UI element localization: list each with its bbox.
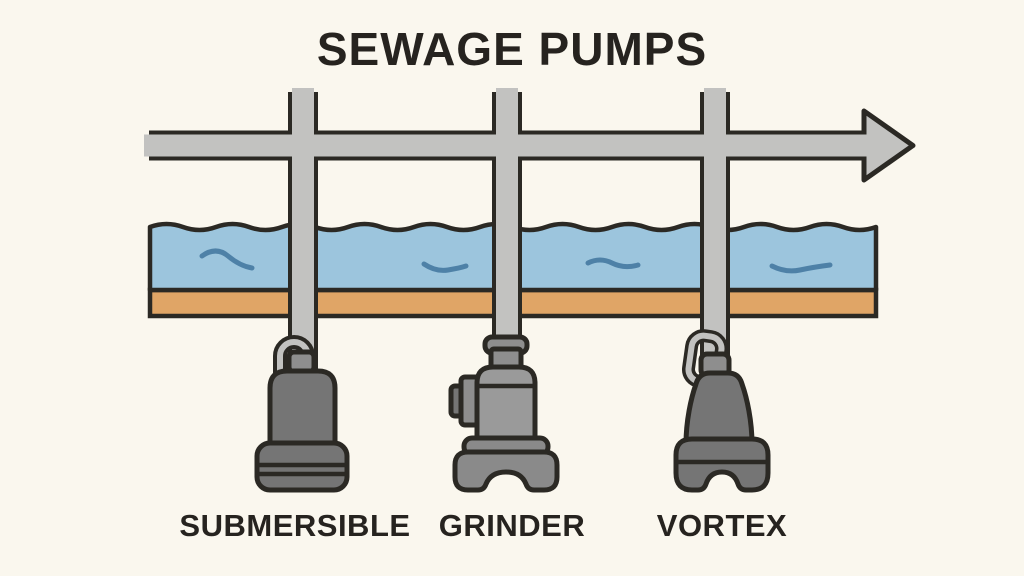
pump-base-grooves xyxy=(258,462,346,477)
base-feet xyxy=(452,449,560,493)
ripple-icon xyxy=(585,257,641,270)
label-submersible: SUBMERSIBLE xyxy=(179,508,411,543)
pipe-bores xyxy=(144,88,869,380)
water-ripples xyxy=(199,248,833,274)
ripple-icon xyxy=(199,248,255,271)
ripple-icon xyxy=(421,261,469,273)
page-title: SEWAGE PUMPS xyxy=(316,23,708,75)
ripple-icon xyxy=(769,262,833,274)
pump-body xyxy=(474,364,538,446)
pipe-network xyxy=(144,88,916,380)
label-grinder: GRINDER xyxy=(438,508,586,543)
pump-submersible xyxy=(254,335,350,493)
pump-grinder xyxy=(448,334,560,493)
pump-vortex xyxy=(673,329,771,493)
label-vortex: VORTEX xyxy=(656,508,788,543)
base-feet xyxy=(673,436,771,493)
pump-body xyxy=(267,368,338,453)
flow-arrowhead-icon xyxy=(861,108,916,183)
pump-body xyxy=(683,370,755,447)
